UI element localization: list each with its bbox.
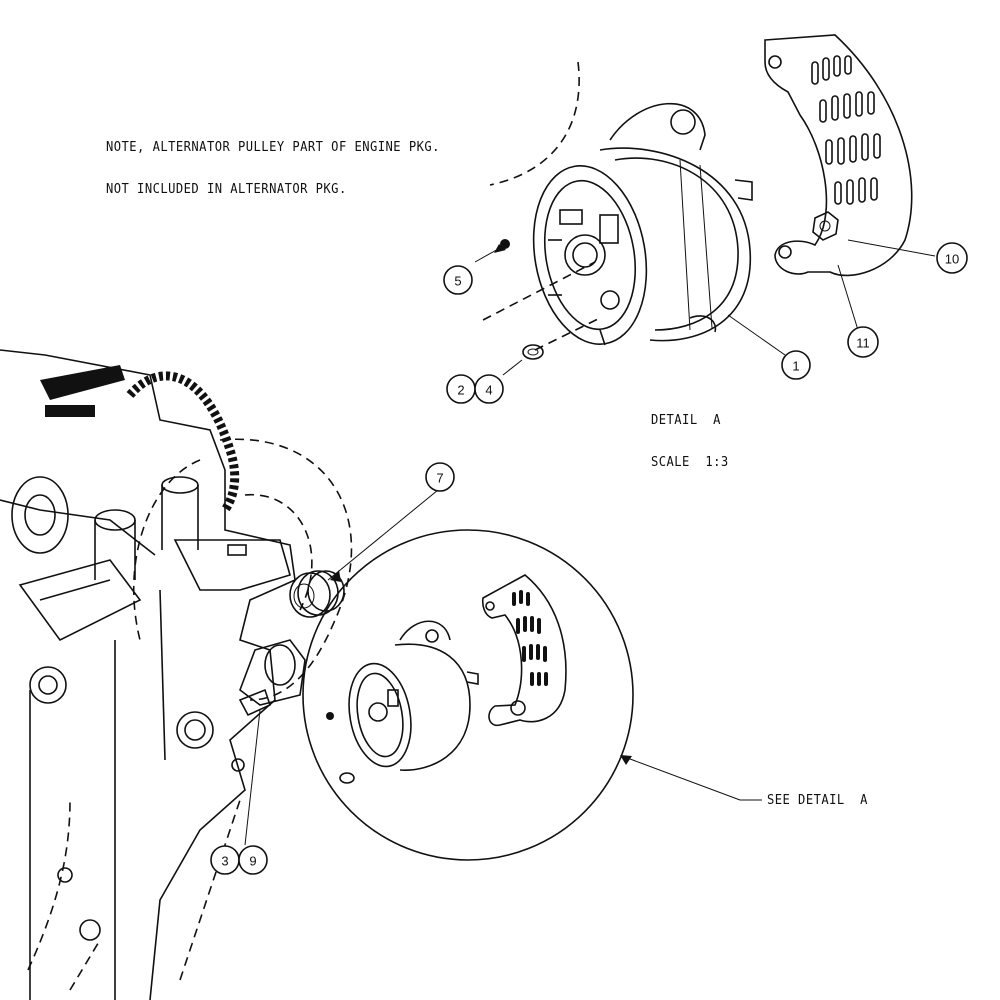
nut-part-5 [500,239,510,249]
callout-4-label: 4 [485,383,492,398]
callout-11-label: 11 [856,336,870,351]
note-line-1: NOTE, ALTERNATOR PULLEY PART OF ENGINE P… [106,139,440,155]
callout-11: 11 [847,326,879,358]
callout-5: 5 [443,265,473,295]
note-line-2: NOT INCLUDED IN ALTERNATOR PKG. [106,181,347,197]
engine-view [0,349,353,1000]
alternator-small-view [326,620,479,784]
callout-7: 7 [425,462,455,492]
callout-9-label: 9 [249,854,256,869]
callout-5-label: 5 [454,274,461,289]
alternator-detail [532,102,753,346]
callout-9: 9 [238,845,268,875]
detail-a-caption: DETAIL A SCALE 1:3 [651,385,729,483]
callout-10-label: 10 [945,252,959,267]
callout-1: 1 [781,350,811,380]
note-text: NOTE, ALTERNATOR PULLEY PART OF ENGINE P… [106,112,440,210]
callout-3: 3 [210,845,240,875]
detail-a-boundary [302,529,634,861]
callout-1-label: 1 [792,359,799,374]
detail-a-title: DETAIL A [651,412,721,428]
callout-4: 4 [474,374,504,404]
detail-a-view [474,34,936,376]
callout-3-label: 3 [221,854,228,869]
callout-2-label: 2 [457,383,464,398]
shield-bracket-detail [764,34,913,277]
callout-10: 10 [936,242,968,274]
detail-a-scale: SCALE 1:3 [651,454,729,470]
callout-7-label: 7 [436,471,443,486]
callout-2: 2 [446,374,476,404]
see-detail-reference: SEE DETAIL A [767,792,868,808]
mount-bracket-part-3-9 [231,639,306,772]
shield-small-view [481,574,567,727]
nut-part-2-4 [522,344,544,360]
